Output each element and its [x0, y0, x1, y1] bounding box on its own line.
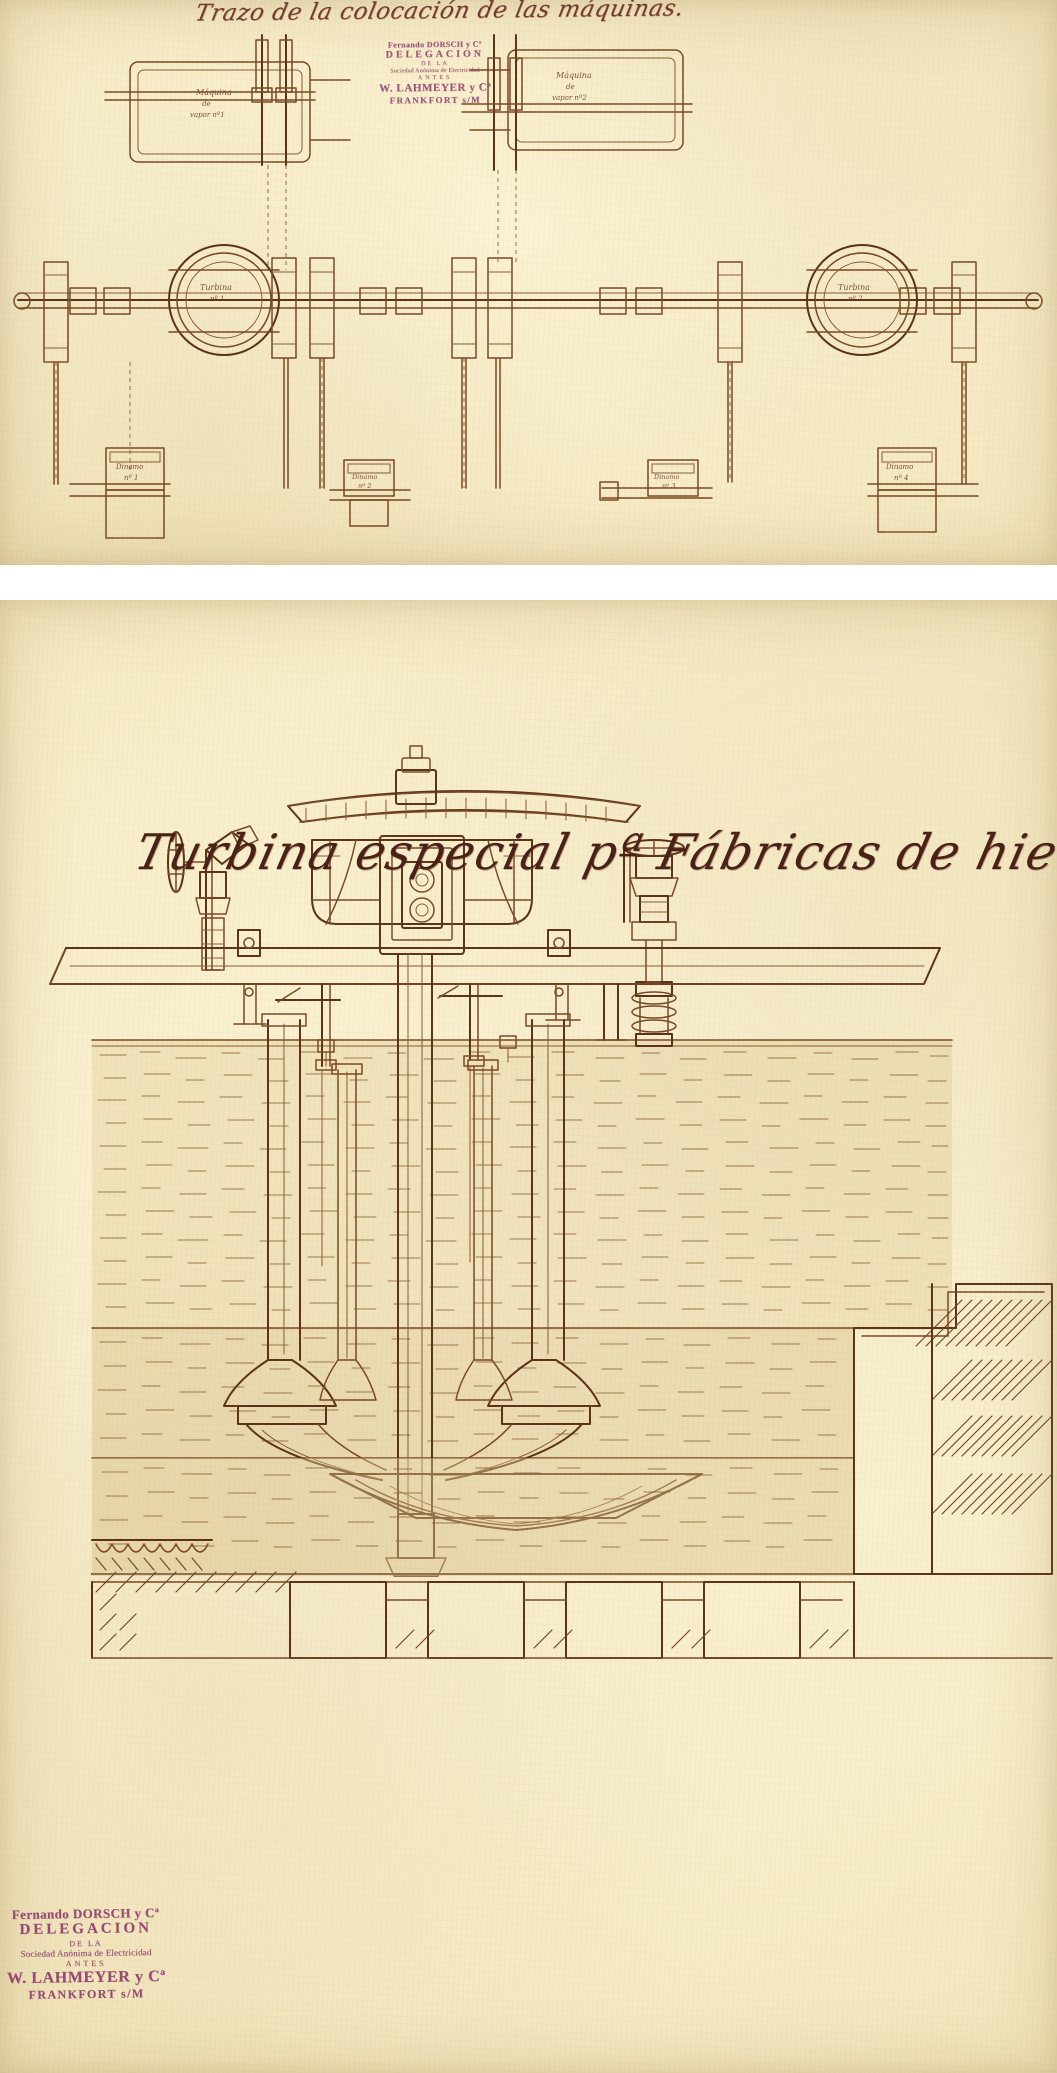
machine-box-right: Máquina de vapor nº2: [469, 49, 684, 151]
pulley-columns: [43, 257, 977, 363]
belt-drops: [53, 357, 967, 489]
turbine-runner: [329, 1473, 703, 1577]
label-dynamo-1-b: nº 1: [124, 474, 138, 482]
lower-water-channel: [92, 1328, 854, 1458]
plate-bottom-linework: [49, 745, 1053, 1659]
shaft-assembly-upper-left: [104, 34, 316, 270]
label-machine-right-b: de: [566, 83, 575, 91]
upper-water-basin: [92, 1040, 952, 1330]
label-turbine-left-a: Turbina: [200, 283, 232, 292]
shaft-assembly-upper-right: [461, 34, 693, 265]
turbine-left: Turbina nº 1: [168, 244, 280, 356]
delegation-stamp-bottom: Fernando DORSCH y Cª DELEGACION DE LA So…: [0, 1905, 185, 2003]
label-dynamo-4-a: Dinamo: [885, 463, 913, 471]
foundation-piers: [91, 1571, 1053, 1659]
label-turbine-left-b: nº 1: [210, 295, 224, 303]
lower-floor: [91, 1458, 855, 1583]
left-bank-masonry: [91, 1539, 213, 1571]
platform-beam: [49, 947, 941, 985]
plate-turbine-section: Fernando DORSCH y Cª DELEGACION DE LA So…: [0, 600, 1057, 2073]
label-turbine-right-a: Turbina: [838, 283, 870, 292]
wall-hatching-right: [915, 1299, 1053, 1515]
dynamo-2: Dinamo nº 2: [329, 459, 411, 527]
dynamo-4: Dinamo nº 4: [867, 447, 979, 533]
stamp-line-7: FRANKFORT s/M: [28, 1986, 145, 2003]
label-dynamo-3-a: Dinamo: [653, 473, 680, 481]
tailrace-chamber: [853, 1283, 1053, 1575]
dynamo-3: Dinamo nº 3: [599, 459, 713, 501]
penstock-left: [223, 1013, 387, 1481]
plate-separator: [0, 565, 1057, 600]
label-machine-left-c: vapor nº1: [190, 111, 225, 119]
delegation-stamp-top: Fernando DORSCH y Cª DELEGACION DE LA So…: [330, 39, 541, 107]
turbine-head-casing: [311, 835, 533, 955]
foundation-hatching: [95, 1571, 849, 1651]
turbine-right: Turbina nº 2: [806, 244, 918, 356]
label-dynamo-2-b: nº 2: [358, 482, 371, 490]
label-machine-right-c: vapor nº2: [552, 94, 587, 102]
governor-right: [623, 839, 685, 997]
label-dynamo-4-b: nº 4: [894, 474, 908, 482]
upper-water-stipple: [97, 1051, 949, 1311]
foundation-marks: [43, 361, 977, 539]
plate-top-linework: Máquina de vapor nº1: [13, 34, 1043, 539]
plate-bottom-title: Turbina especial pª Fábricas de hierros.: [129, 824, 1057, 881]
label-dynamo-2-a: Dinamo: [351, 473, 378, 481]
plate-machinery-layout: Máquina de vapor nº1: [0, 0, 1057, 565]
label-dynamo-3-b: nº 3: [662, 482, 675, 490]
turbine-top-canopy: [287, 745, 641, 823]
label-dynamo-1-a: Dinamo: [115, 463, 143, 471]
machine-box-left: Máquina de vapor nº1: [129, 61, 351, 163]
stamp-line-7: FRANKFORT s/M: [389, 94, 482, 106]
label-machine-left-b: de: [202, 100, 211, 108]
stamp-line-6: W. LAHMEYER y Cª: [6, 1967, 166, 1987]
governor-left: [167, 825, 259, 971]
misc-fittings: [205, 969, 661, 1067]
label-machine-right-a: Máquina: [555, 71, 592, 80]
stamp-line-1: Fernando DORSCH y Cª: [11, 1904, 160, 1923]
main-transmission-shaft: [13, 287, 1043, 315]
inner-guide-tubes: [319, 1059, 513, 1401]
dynamo-1: Dinamo nº 1: [69, 447, 171, 539]
label-turbine-right-b: nº 2: [848, 295, 863, 303]
